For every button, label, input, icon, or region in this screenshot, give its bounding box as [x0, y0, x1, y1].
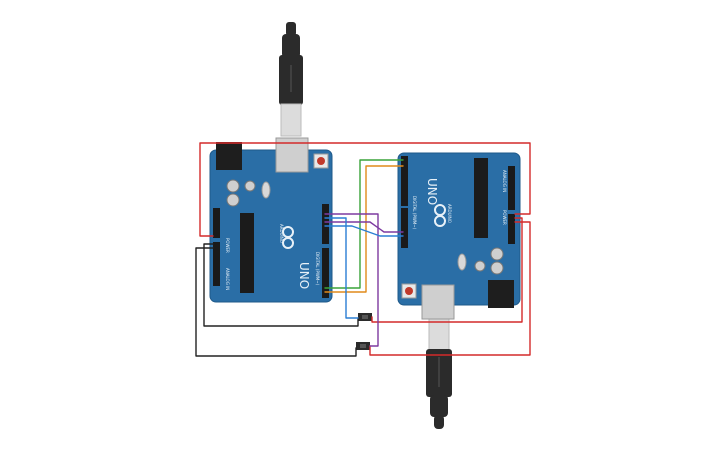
- board-logo: UNO: [425, 178, 439, 205]
- wire-purple-2[interactable]: [324, 221, 404, 233]
- board-pcb: [397, 152, 521, 306]
- infinity-logo-icon: [282, 226, 294, 249]
- digital-header-high: [322, 204, 329, 244]
- capacitor: [226, 179, 240, 193]
- wire-blue-2[interactable]: [324, 225, 404, 237]
- microcontroller-chip: [474, 158, 488, 238]
- usb-cable-bottom[interactable]: [426, 317, 452, 429]
- usb-plug-metal: [280, 103, 302, 137]
- arduino-uno-board-2[interactable]: UNO ARDUINO POWER ANALOG IN DIGITAL (PWM…: [397, 152, 521, 320]
- analog-header: [213, 242, 220, 286]
- power-header: [213, 208, 220, 238]
- capacitor: [474, 260, 486, 272]
- digital-header-label: DIGITAL (PWM~): [315, 252, 320, 286]
- digital-header-label: DIGITAL (PWM~): [412, 196, 417, 230]
- digital-header-high: [401, 208, 408, 248]
- dc-power-jack[interactable]: [488, 280, 514, 308]
- usb-cable-top[interactable]: [279, 22, 303, 137]
- usb-b-port[interactable]: [421, 284, 455, 320]
- digital-header-low: [322, 248, 329, 298]
- wire-red-jumper[interactable]: [371, 217, 523, 323]
- board-logo: UNO: [297, 262, 311, 289]
- crystal: [261, 181, 271, 199]
- wire-purple-1[interactable]: [324, 213, 379, 347]
- reset-button-icon[interactable]: [405, 287, 413, 295]
- capacitor: [226, 193, 240, 207]
- board-brand: ARDUINO: [447, 204, 452, 223]
- power-header-label: POWER: [502, 210, 507, 225]
- microcontroller-chip: [240, 213, 254, 293]
- usb-cable-boot: [282, 34, 300, 58]
- reset-button-icon[interactable]: [317, 157, 325, 165]
- usb-cable-end-icon: [434, 415, 444, 429]
- analog-header: [508, 166, 515, 210]
- wire-blue-1[interactable]: [324, 217, 359, 319]
- arduino-uno-board-1[interactable]: UNO ARDUINO POWER ANALOG IN DIGITAL (PWM…: [209, 137, 333, 303]
- usb-cable-end-icon: [286, 22, 296, 36]
- wire-black-gnd-2[interactable]: [195, 247, 357, 357]
- usb-cable-boot: [430, 395, 448, 417]
- board-brand: ARDUINO: [279, 224, 284, 243]
- pushbutton-1[interactable]: [358, 313, 372, 321]
- capacitor: [490, 247, 504, 261]
- wire-red-5v[interactable]: [199, 142, 531, 237]
- dc-power-jack[interactable]: [216, 142, 242, 170]
- wire-black-gnd-1[interactable]: [203, 243, 359, 327]
- capacitor: [490, 261, 504, 275]
- usb-plug-metal: [428, 317, 450, 351]
- wire-red-vin[interactable]: [369, 221, 531, 356]
- wire-green[interactable]: [324, 159, 404, 289]
- analog-header-label: ANALOG IN: [502, 170, 507, 192]
- capacitor: [244, 180, 256, 192]
- wire-orange[interactable]: [324, 165, 404, 293]
- pushbutton-2[interactable]: [356, 342, 370, 350]
- crystal: [457, 253, 467, 271]
- power-header-label: POWER: [225, 238, 230, 253]
- power-header: [508, 214, 515, 244]
- analog-header-label: ANALOG IN: [225, 268, 230, 290]
- infinity-logo-icon: [434, 204, 446, 227]
- digital-header-low: [401, 156, 408, 206]
